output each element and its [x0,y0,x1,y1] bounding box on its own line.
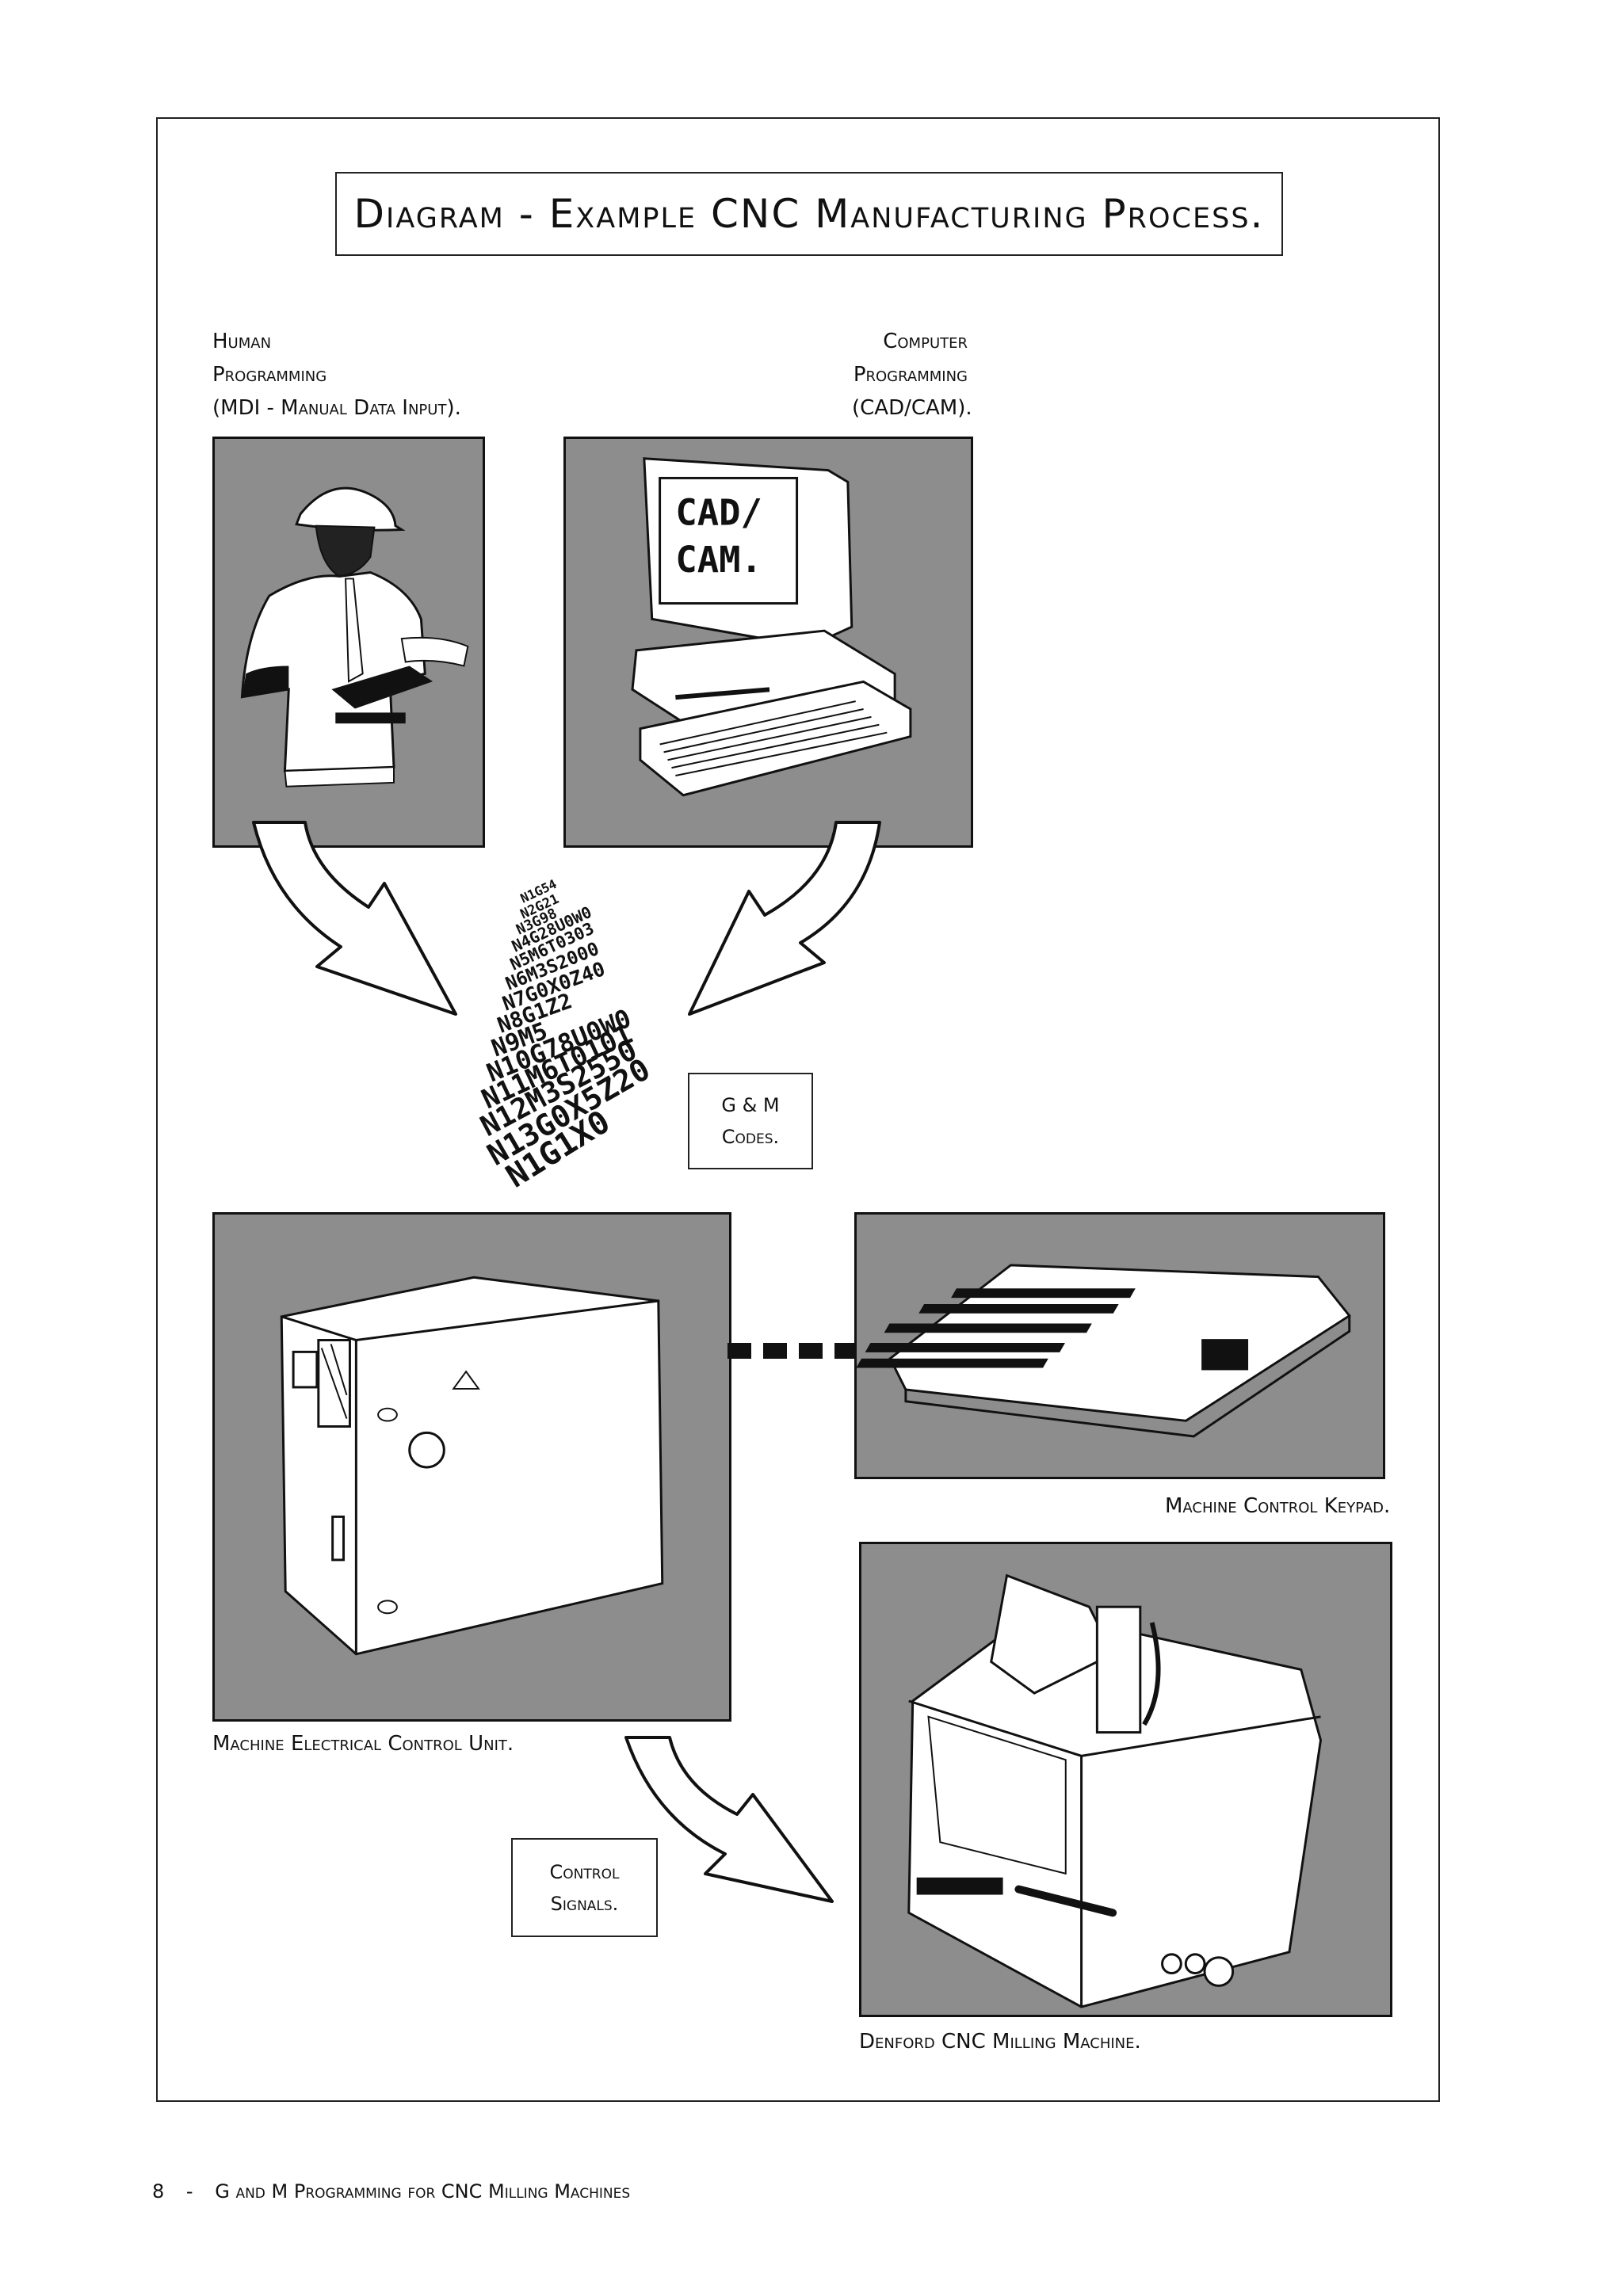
control-unit-label: Machine Electrical Control Unit. [212,1732,514,1756]
computer-label-line1: Computer [883,330,968,353]
human-programmer-panel [212,437,485,848]
diagram-title: Diagram - Example CNC Manufacturing Proc… [353,191,1265,237]
control-signals-line1: Control [549,1860,620,1883]
gm-codes-line2: Codes. [721,1126,780,1148]
keypad-panel [854,1212,1385,1479]
screen-line2: CAM. [675,539,762,581]
human-label-line2: Programming [212,363,327,387]
screen-line1: CAD/ [675,492,762,534]
control-keypad-illustration [857,1264,1351,1438]
computer-to-codes-arrow [688,821,881,1016]
computer-label-line2: Programming [853,363,968,387]
milling-machine-panel [859,1542,1392,2017]
gm-codes-line1: G & M [721,1094,780,1116]
page-footer: 8 - G and M Programming for CNC Milling … [152,2180,646,2203]
keypad-label: Machine Control Keypad. [1165,1494,1391,1518]
human-label-line3: (MDI - Manual Data Input). [212,396,461,420]
human-programming-label: Human Programming (MDI - Manual Data Inp… [212,325,461,425]
control-signals-arrow [624,1736,834,1903]
title-box: Diagram - Example CNC Manufacturing Proc… [335,172,1283,256]
control-signals-box: Control Signals. [511,1838,658,1937]
engineer-illustration [240,486,469,788]
control-cabinet-illustration [280,1276,664,1656]
human-label-line1: Human [212,330,272,353]
computer-cadcam-panel: CAD/ CAM. [563,437,973,848]
gm-codes-cascade: N1G54 N2G21 N3G98 N4G28U0W0 N5M6T0303 N6… [475,876,656,1188]
human-to-codes-arrow [252,821,457,1016]
computer-illustration: CAD/ CAM. [631,457,912,797]
control-signals-line2: Signals. [550,1892,619,1915]
computer-label-line3: (CAD/CAM). [852,396,972,420]
book-title: G and M Programming for CNC Milling Mach… [215,2180,631,2203]
milling-machine-label: Denford CNC Milling Machine. [859,2030,1141,2054]
control-unit-panel [212,1212,731,1722]
milling-machine-illustration [907,1573,1323,2008]
keypad-connector-dashed [727,1343,858,1359]
computer-programming-label: Computer Programming (CAD/CAM). [852,325,972,425]
diagram-frame [156,117,1440,2102]
gm-codes-box: G & M Codes. [688,1073,813,1169]
page-number: 8 [152,2180,165,2203]
footer-separator: - [185,2180,193,2203]
